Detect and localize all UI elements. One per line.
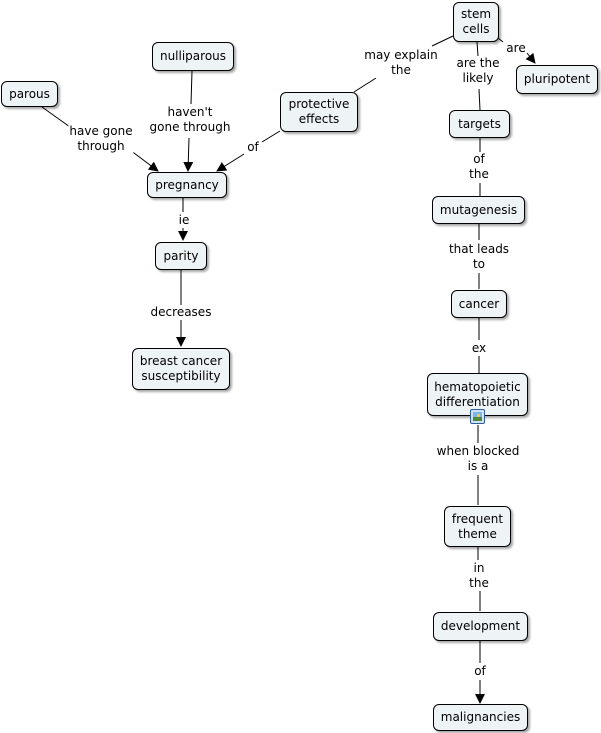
concept-parity[interactable]: parity [155, 242, 207, 270]
link-may-explain-the: may explain the [363, 48, 439, 78]
concept-nulliparous[interactable]: nulliparous [152, 42, 234, 71]
concept-targets[interactable]: targets [449, 110, 510, 138]
link-that-leads-to: that leads to [447, 242, 511, 272]
link-decreases: decreases [149, 305, 213, 320]
concept-hematopoietic-differentiation[interactable]: hematopoietic differentiation [427, 373, 528, 416]
line-of [216, 153, 245, 172]
concept-development[interactable]: development [433, 612, 528, 641]
line-have-gone-through [129, 149, 159, 172]
link-ex: ex [470, 341, 488, 356]
concept-frequent-theme[interactable]: frequent theme [444, 506, 511, 547]
line-may-explain [353, 77, 377, 93]
link-when-blocked-is-a: when blocked is a [435, 444, 521, 474]
line-stem-to-likely [476, 41, 479, 57]
line-havent-gone-through [183, 137, 194, 172]
link-are: are [505, 41, 527, 56]
concept-cancer[interactable]: cancer [451, 290, 507, 318]
link-of-the: of the [468, 152, 490, 182]
line-are [525, 52, 536, 64]
line-stem-cells [431, 35, 454, 47]
link-have-gone-through: have gone through [68, 124, 134, 154]
line-likely-to-targets [478, 88, 481, 111]
link-of-development: of [473, 664, 487, 679]
concept-malignancies[interactable]: malignancies [433, 704, 528, 731]
concept-mutagenesis[interactable]: mutagenesis [432, 196, 525, 224]
link-are-the-likely: are the likely [455, 56, 501, 86]
concept-stem-cells[interactable]: stem cells [453, 2, 499, 42]
link-ie: ie [177, 213, 191, 228]
concept-pluripotent[interactable]: pluripotent [516, 65, 598, 94]
line-stem-cells-are [497, 37, 504, 43]
concept-breast-cancer-susceptibility[interactable]: breast cancer susceptibility [132, 348, 230, 390]
concept-pregnancy[interactable]: pregnancy [147, 172, 227, 198]
line-parous [41, 106, 71, 128]
link-havent-gone-through: haven't gone through [148, 105, 232, 135]
concept-protective-effects[interactable]: protective effects [280, 92, 358, 132]
line-nulliparous [190, 70, 193, 105]
concept-parous[interactable]: parous [1, 81, 58, 107]
link-of-protective: of [246, 140, 260, 155]
link-in-the: in the [468, 561, 490, 591]
line-protective [261, 130, 281, 143]
image-resource-icon[interactable] [470, 409, 485, 424]
